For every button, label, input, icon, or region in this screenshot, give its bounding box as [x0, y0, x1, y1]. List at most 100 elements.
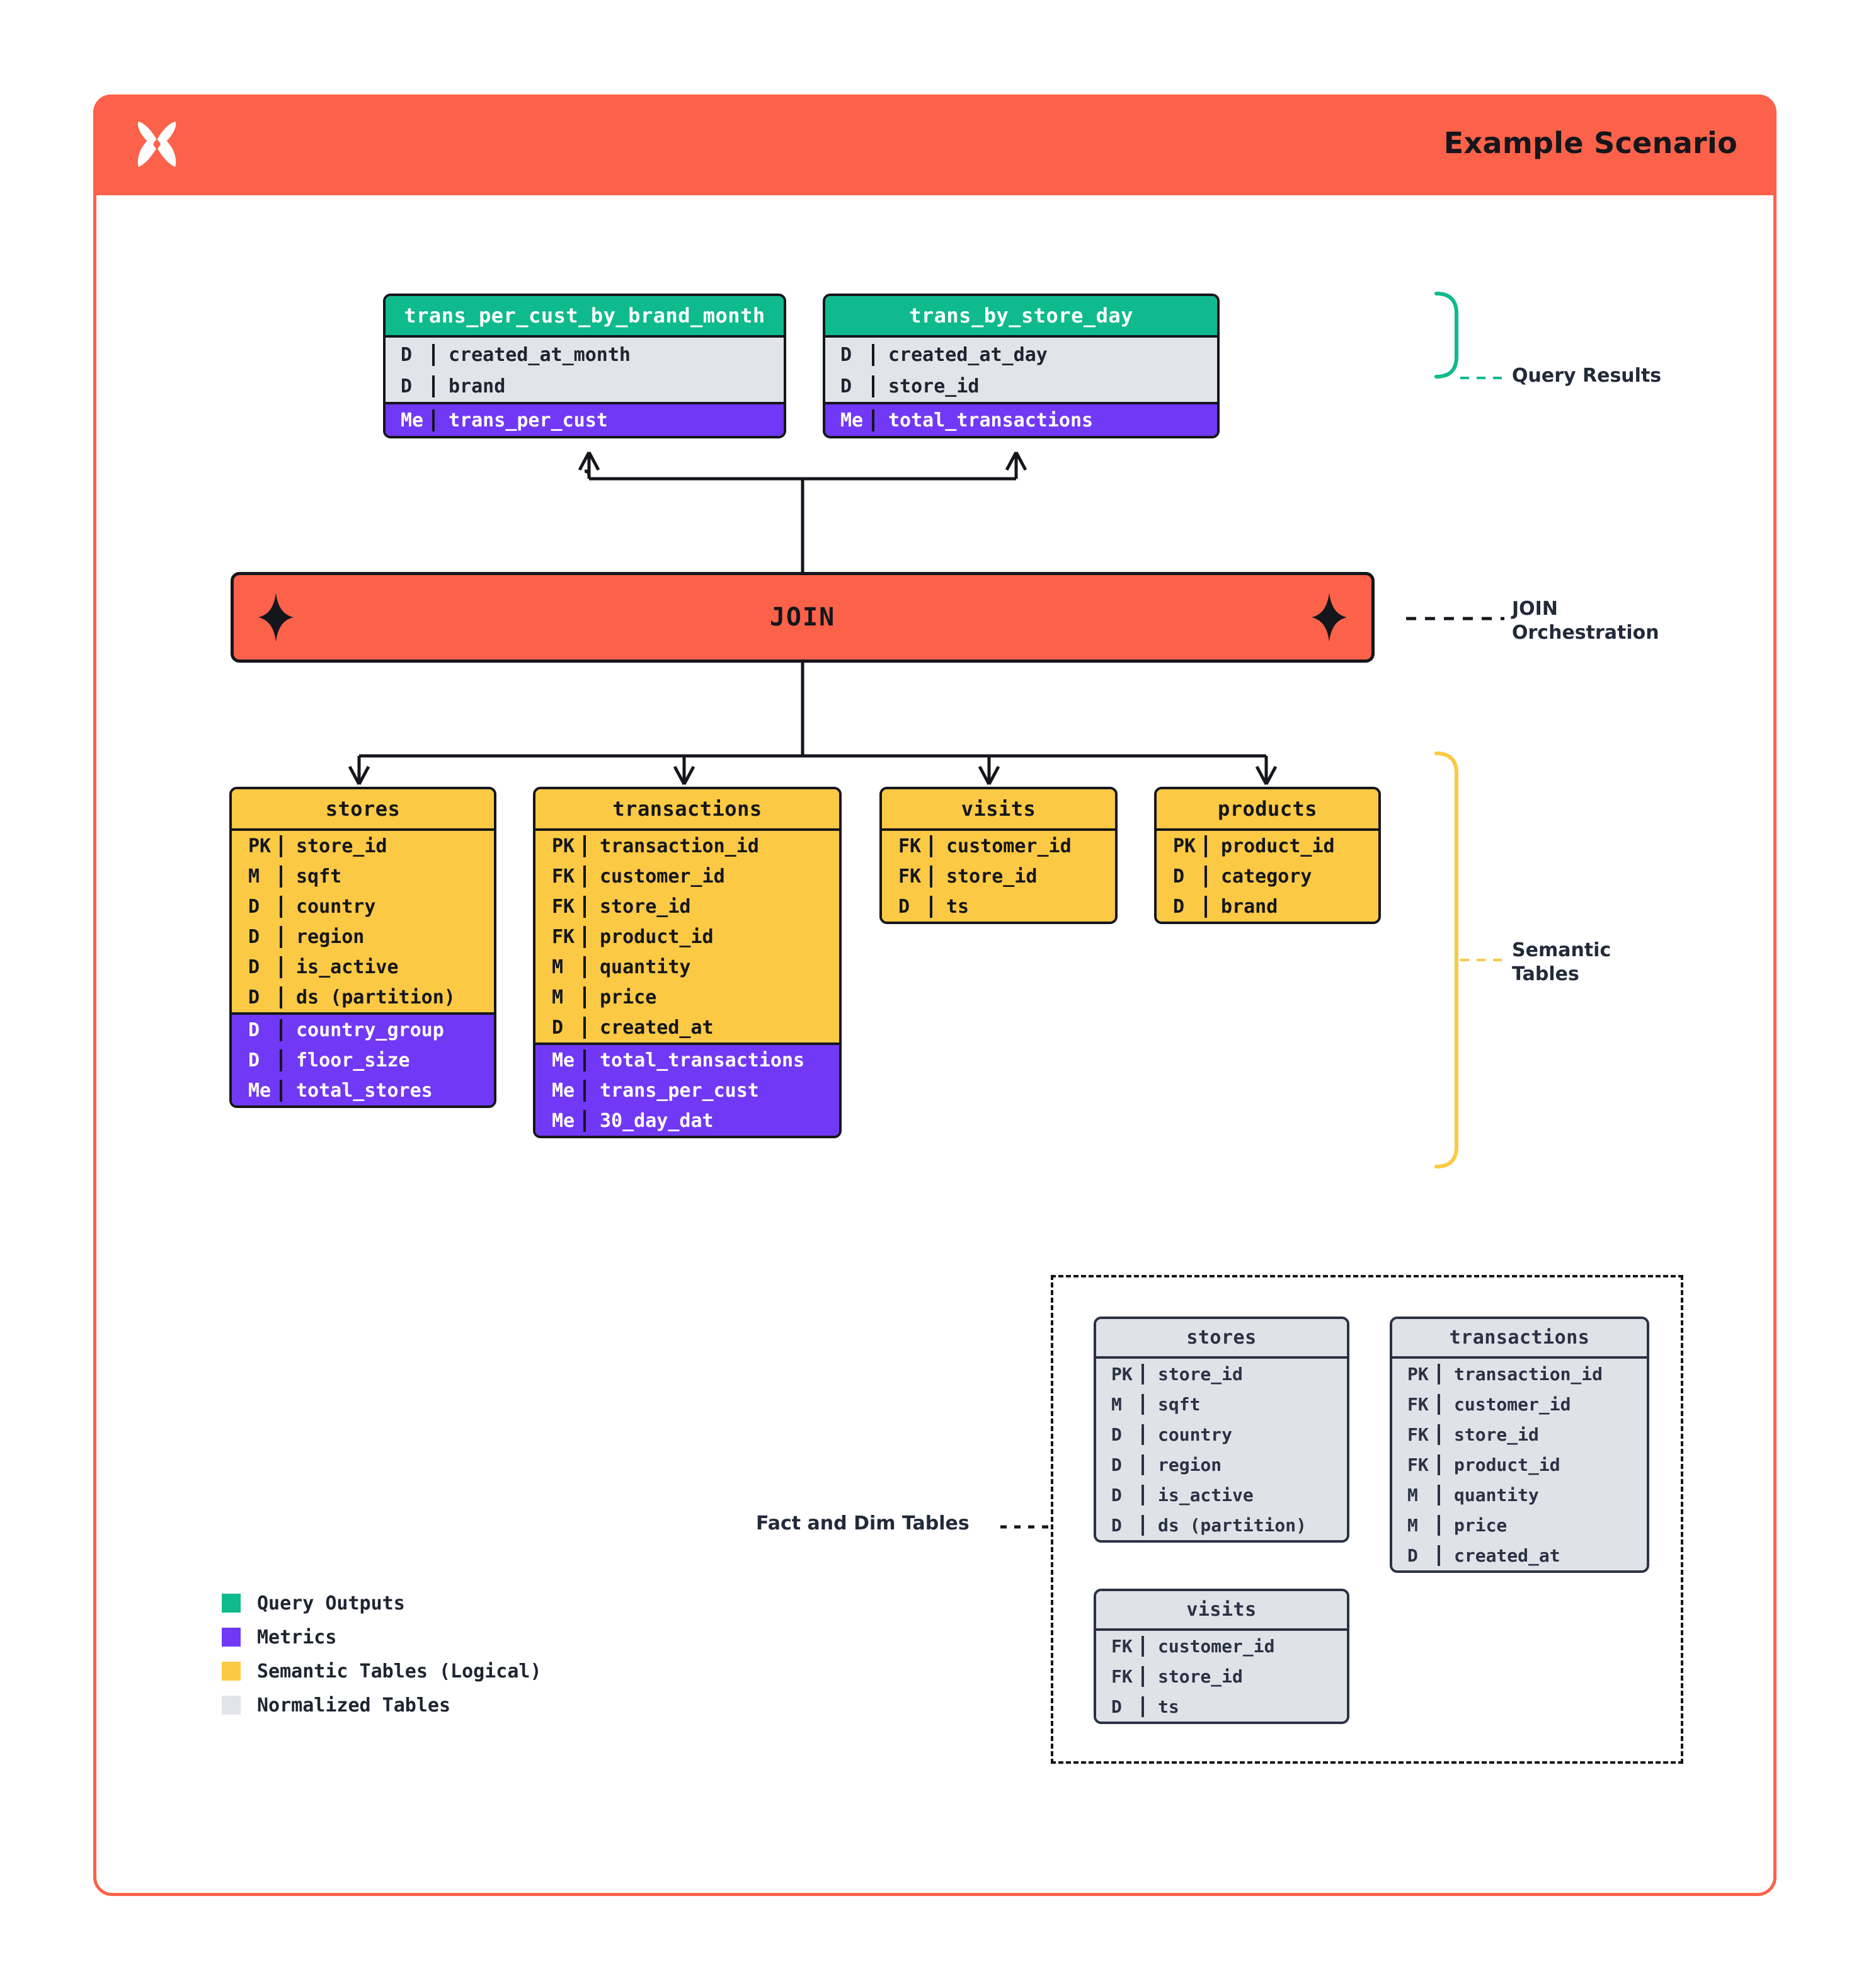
row-key: D	[1111, 1424, 1122, 1445]
table-row: D created_at_day	[825, 338, 1217, 370]
table-title: transactions	[535, 789, 839, 831]
table-title: stores	[232, 789, 494, 831]
legend-swatch-query-outputs	[222, 1594, 241, 1613]
row-field: product_id	[1438, 1454, 1647, 1475]
row-field: region	[1141, 1454, 1347, 1475]
row-key: FK	[1407, 1393, 1429, 1415]
row-key: D	[248, 895, 260, 918]
sparkle-icon	[258, 593, 294, 642]
row-field: total_stores	[280, 1079, 494, 1102]
table-title: trans_per_cust_by_brand_month	[386, 296, 784, 338]
row-key: D	[1111, 1514, 1122, 1536]
row-field: floor_size	[280, 1049, 494, 1071]
join-orchestration-bar[interactable]: JOIN	[231, 572, 1375, 663]
dimension-section: D created_at_month D brand	[386, 338, 784, 402]
row-field: ds (partition)	[280, 986, 494, 1008]
table-row: D store_id	[825, 370, 1217, 402]
row-key: D	[248, 1019, 260, 1041]
row-key: M	[1407, 1514, 1418, 1536]
row-key: FK	[1111, 1635, 1133, 1657]
legend-item: Semantic Tables (Logical)	[222, 1654, 542, 1688]
row-field: is_active	[280, 956, 494, 978]
row-field: sqft	[1141, 1393, 1347, 1415]
row-key: D	[1111, 1484, 1122, 1505]
row-field: store_id	[1141, 1665, 1347, 1687]
row-field: transaction_id	[1438, 1363, 1647, 1385]
row-key: D	[1173, 895, 1185, 918]
annotation-line-2: Tables	[1512, 963, 1579, 985]
row-field: total_transactions	[872, 409, 1217, 431]
row-key: D	[248, 925, 260, 948]
card-header: Example Scenario	[93, 94, 1777, 195]
row-field: store_id	[280, 835, 494, 857]
legend-label: Normalized Tables	[257, 1694, 451, 1717]
row-field: sqft	[280, 865, 494, 888]
row-field: store_id	[930, 865, 1115, 888]
table-title: visits	[1096, 1591, 1347, 1631]
row-key: M	[1407, 1484, 1418, 1505]
query-result-table-1[interactable]: trans_by_store_day D created_at_day D st…	[823, 294, 1220, 438]
row-key: FK	[552, 865, 575, 888]
row-field: created_at	[1438, 1545, 1647, 1566]
legend-swatch-normalized-tables	[222, 1696, 241, 1715]
row-field: country_group	[280, 1019, 494, 1041]
annotation-join-orchestration: JOIN Orchestration	[1512, 597, 1659, 644]
row-field: quantity	[1438, 1484, 1647, 1505]
query-result-table-0[interactable]: trans_per_cust_by_brand_month D created_…	[383, 294, 786, 438]
legend-label: Metrics	[257, 1626, 337, 1648]
dimension-section: D created_at_day D store_id	[825, 338, 1217, 402]
sparkle-icon	[1312, 593, 1347, 642]
row-field: brand	[1204, 895, 1378, 918]
row-field: total_transactions	[583, 1049, 839, 1071]
row-key: Me	[248, 1079, 272, 1102]
table-title: products	[1157, 789, 1378, 831]
row-key: D	[552, 1016, 564, 1039]
row-key: D	[1173, 865, 1185, 888]
fact-dim-group-box	[1051, 1275, 1683, 1764]
row-key: Me	[840, 409, 864, 431]
row-key: M	[1111, 1393, 1122, 1415]
row-field: quantity	[583, 956, 839, 978]
table-row: D brand	[386, 370, 784, 402]
annotation-line-1: JOIN	[1512, 598, 1558, 620]
row-field: product_id	[1204, 835, 1378, 857]
row-field: price	[1438, 1514, 1647, 1536]
row-key: Me	[552, 1109, 575, 1132]
row-key: D	[248, 1049, 260, 1071]
row-field: store_id	[1141, 1363, 1347, 1385]
row-field: ts	[1141, 1696, 1347, 1717]
row-key: D	[840, 343, 852, 366]
row-key: PK	[552, 835, 575, 857]
